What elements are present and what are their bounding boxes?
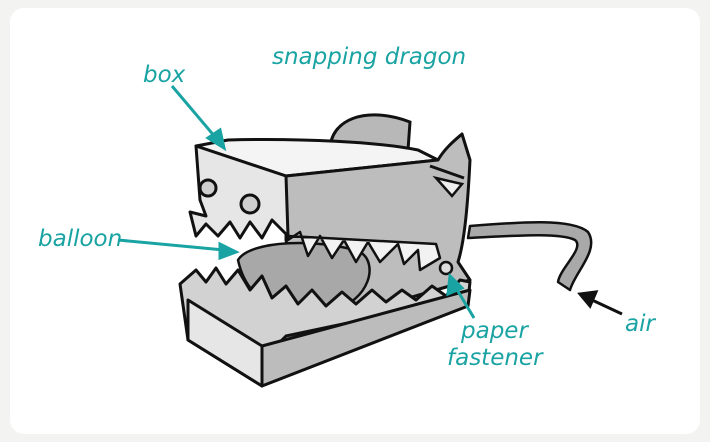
air-arrow-head (577, 290, 599, 309)
dragon-eye (432, 175, 465, 198)
diagram-title: snapping dragon (272, 44, 467, 70)
box-arrow-head (205, 127, 227, 152)
label-paper: paper (461, 318, 528, 344)
label-fastener: fastener (447, 345, 543, 371)
label-balloon: balloon (38, 226, 123, 252)
upper-jaw-front (188, 144, 290, 240)
left-eye-hole (198, 178, 218, 198)
paper-fastener-shape (438, 260, 454, 276)
dragon-brow (429, 164, 465, 180)
air-tube (466, 221, 593, 292)
balloon-arrow-head (218, 241, 240, 261)
fastener-arrow-line (454, 287, 476, 319)
fastener-arrow-head (446, 272, 465, 297)
air-arrow-line (591, 298, 623, 316)
box-top (194, 138, 440, 178)
box-arrow-line (170, 85, 218, 139)
label-air: air (625, 311, 655, 337)
label-box: box (143, 62, 186, 88)
upper-teeth (286, 230, 442, 272)
balloon-arrow-line (117, 238, 225, 252)
right-eye-hole (239, 193, 261, 215)
